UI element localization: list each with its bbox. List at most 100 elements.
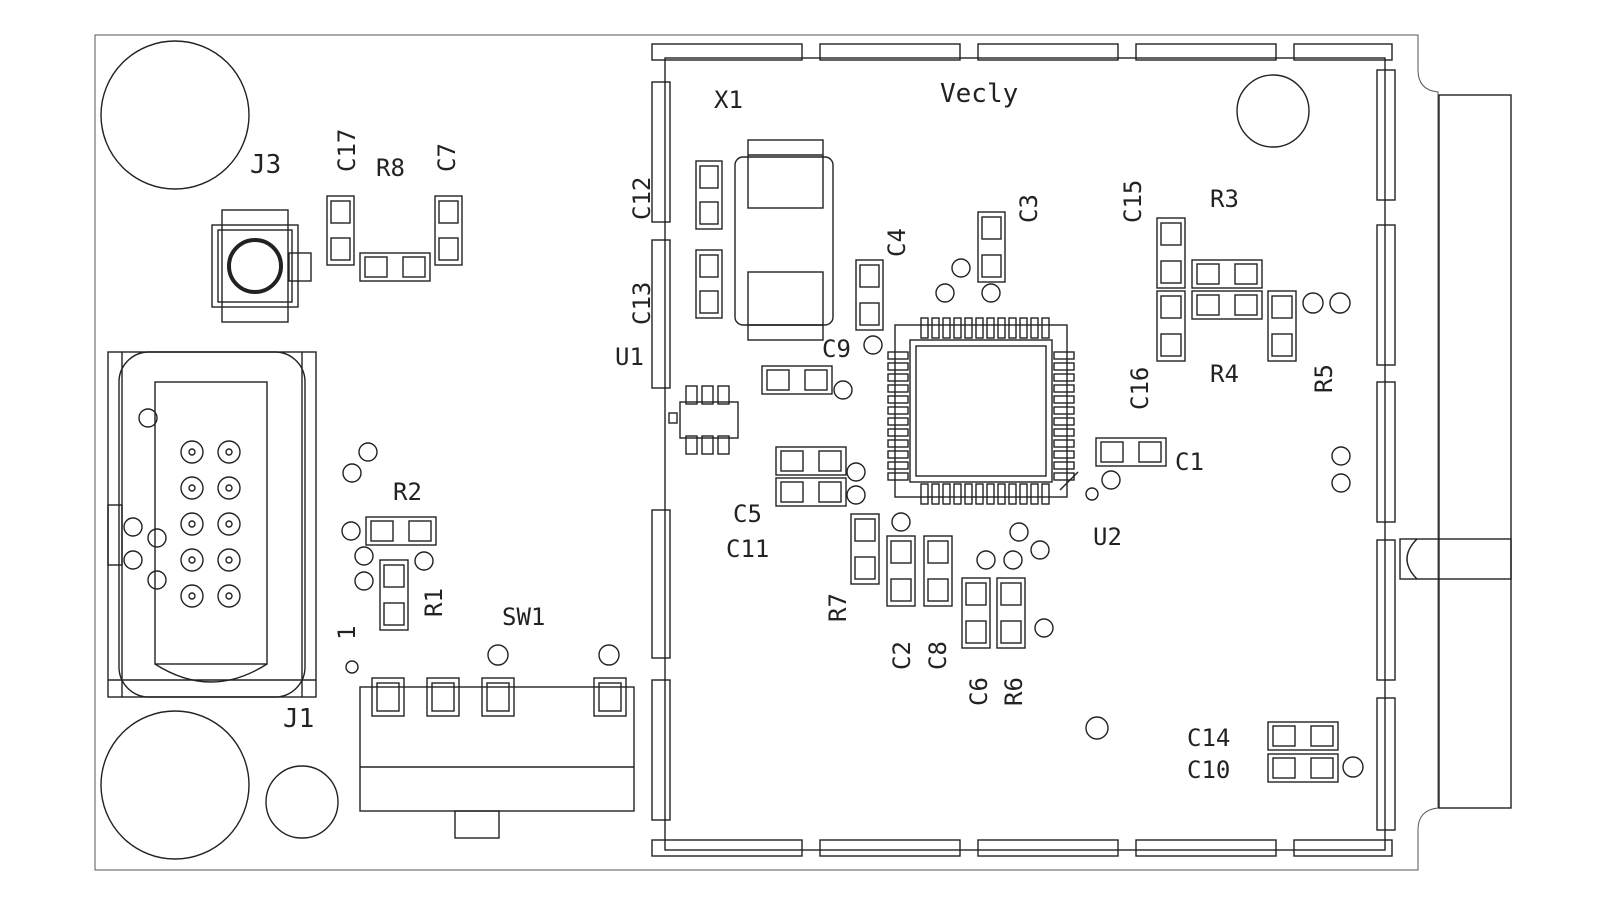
- u2-pad: [997, 483, 1006, 505]
- u2-pad: [887, 395, 909, 404]
- j1-pin-array: [180, 440, 241, 608]
- u2-pad: [1008, 483, 1017, 505]
- c3-footprint: [977, 211, 1006, 283]
- u2-pad: [953, 483, 962, 505]
- j1-pin: [217, 584, 241, 608]
- c2-footprint: [886, 535, 916, 607]
- u2-pad: [986, 483, 995, 505]
- vias-left-area: [341, 442, 434, 674]
- edge-connector-notch: [1399, 538, 1512, 580]
- r7-footprint: [850, 513, 880, 585]
- j1-connector: [107, 351, 317, 698]
- j1-pin: [180, 548, 204, 572]
- c17-footprint: [326, 195, 355, 266]
- label-c17: C17: [333, 129, 361, 172]
- label-u1: U1: [615, 343, 644, 371]
- r4-footprint: [1191, 290, 1263, 320]
- label-c16: C16: [1126, 367, 1154, 410]
- edge-connector: [1438, 94, 1512, 809]
- label-c8: C8: [924, 641, 952, 670]
- c4-footprint: [855, 259, 884, 331]
- u2-pad: [1041, 317, 1050, 339]
- r5-footprint: [1267, 290, 1297, 362]
- j1-pin: [180, 512, 204, 536]
- label-r3: R3: [1210, 185, 1239, 213]
- u2-pad: [1019, 317, 1028, 339]
- u2-pad: [964, 317, 973, 339]
- u2-pad: [887, 384, 909, 393]
- vias-shield-area: [833, 258, 1364, 778]
- u2-pad: [887, 439, 909, 448]
- c12-footprint: [695, 160, 723, 230]
- r2-footprint: [365, 516, 437, 546]
- c7-footprint: [434, 195, 463, 266]
- label-c5: C5: [733, 500, 762, 528]
- u2-pad: [986, 317, 995, 339]
- c15-footprint: [1156, 217, 1186, 289]
- label-r8: R8: [376, 154, 405, 182]
- u2-pad: [887, 362, 909, 371]
- u2-pad: [1053, 395, 1075, 404]
- u2-pad: [1019, 483, 1028, 505]
- mounting-hole-small-bottom: [265, 765, 339, 839]
- label-j3: J3: [250, 150, 281, 180]
- label-c6: C6: [965, 677, 993, 706]
- label-c1: C1: [1175, 448, 1204, 476]
- u2-pad: [1053, 362, 1075, 371]
- u2-pad: [964, 483, 973, 505]
- u2-ic: [894, 324, 1079, 498]
- shield-can: [651, 43, 1396, 857]
- u2-pad: [1053, 373, 1075, 382]
- mounting-hole-top-left: [100, 40, 250, 190]
- r1-footprint: [379, 559, 409, 631]
- u2-pad: [920, 317, 929, 339]
- label-j1: J1: [283, 704, 314, 734]
- c1-footprint: [1095, 437, 1167, 467]
- label-c15: C15: [1119, 180, 1147, 223]
- u2-pad: [1053, 461, 1075, 470]
- c6-footprint: [961, 577, 991, 649]
- label-r1: R1: [420, 588, 448, 617]
- u2-pad: [920, 483, 929, 505]
- j1-mount-holes: [123, 408, 167, 590]
- u2-pad: [1053, 417, 1075, 426]
- u2-pad: [1030, 317, 1039, 339]
- j1-pin: [180, 440, 204, 464]
- label-c3: C3: [1015, 194, 1043, 223]
- u2-pad: [975, 317, 984, 339]
- u2-pad: [887, 450, 909, 459]
- u2-pad: [1053, 472, 1075, 481]
- u2-pad: [931, 317, 940, 339]
- label-c11: C11: [726, 535, 769, 563]
- label-r5: R5: [1310, 364, 1338, 393]
- label-u2: U2: [1093, 523, 1122, 551]
- j1-pin: [217, 548, 241, 572]
- u2-pad: [887, 461, 909, 470]
- c10-footprint: [1267, 753, 1339, 783]
- j1-pin: [217, 512, 241, 536]
- u2-pad: [975, 483, 984, 505]
- j1-pin: [217, 476, 241, 500]
- c16-footprint: [1156, 290, 1186, 362]
- u2-pad: [953, 317, 962, 339]
- u2-pads: [887, 317, 1075, 505]
- j3-connector: [211, 209, 312, 323]
- u2-pad: [1053, 351, 1075, 360]
- label-c2: C2: [888, 641, 916, 670]
- c11-footprint: [775, 477, 847, 507]
- j1-pin: [217, 440, 241, 464]
- c14-footprint: [1267, 721, 1339, 751]
- u1-chip: [668, 385, 739, 455]
- j1-pin: [180, 476, 204, 500]
- label-c12: C12: [628, 177, 656, 220]
- label-c13: C13: [628, 282, 656, 325]
- c5-footprint: [775, 446, 847, 476]
- board-outline: [94, 34, 1439, 871]
- u2-pad: [887, 406, 909, 415]
- label-sw1: SW1: [502, 603, 545, 631]
- c9-footprint: [761, 365, 833, 395]
- u2-pad: [887, 428, 909, 437]
- u2-pad: [887, 472, 909, 481]
- u2-pad: [1053, 406, 1075, 415]
- label-r4: R4: [1210, 360, 1239, 388]
